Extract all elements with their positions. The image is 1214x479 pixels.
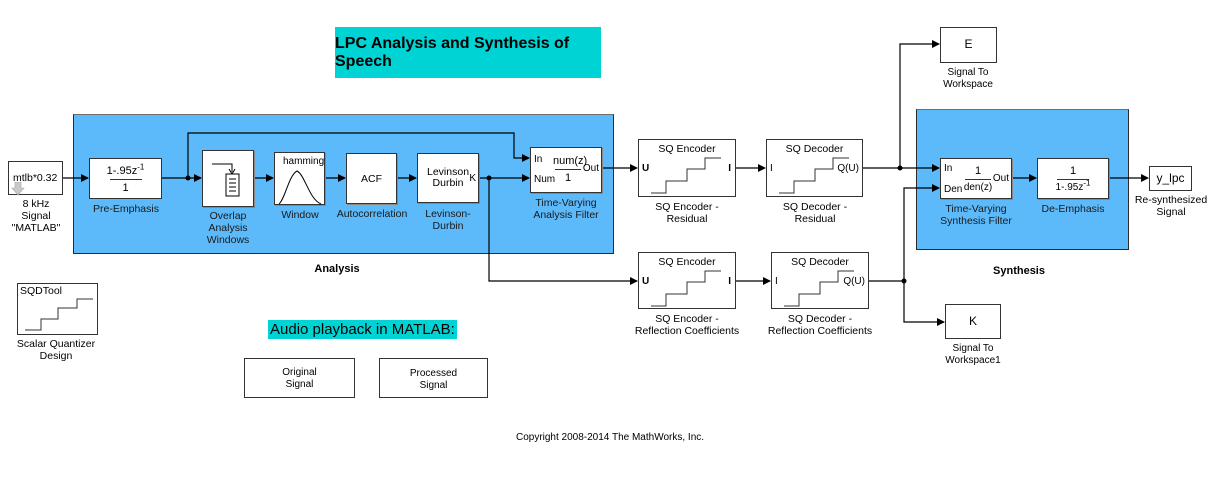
output-block[interactable]: y_lpc: [1149, 166, 1192, 191]
de-emphasis-caption: De-Emphasis: [1041, 203, 1105, 215]
autocorrelation-caption: Autocorrelation: [336, 208, 408, 220]
sq-encoder-title: SQ Encoder: [658, 143, 716, 155]
window-type: hamming: [283, 156, 325, 167]
port-i: I: [770, 163, 773, 174]
sq-encoder-title: SQ Encoder: [658, 256, 716, 268]
staircase-icon: [651, 157, 721, 194]
port-i: I: [728, 163, 731, 174]
pre-emphasis-block[interactable]: 1-.95z-1 1: [89, 158, 162, 199]
overlap-windows-block[interactable]: [202, 150, 254, 207]
staircase-icon: [784, 270, 854, 307]
junction-preemph: [185, 175, 191, 181]
acf-block[interactable]: ACF: [346, 153, 397, 204]
de-emphasis-tf: 1 1-.95z-1: [1055, 165, 1091, 193]
model-title: LPC Analysis and Synthesis of Speech: [335, 34, 570, 70]
levinson-durbin-caption: Levinson-Durbin: [425, 208, 471, 232]
acf-content: ACF: [361, 173, 382, 185]
staircase-icon: [25, 298, 93, 331]
pre-emphasis-tf: 1-.95z-1 1: [106, 162, 145, 194]
tv-synthesis-filter-block[interactable]: In Den 1 den(z) Out: [940, 158, 1012, 199]
sq-encoder-rc-block[interactable]: SQ Encoder U I: [638, 252, 736, 309]
to-workspace-e-content: E: [964, 37, 973, 51]
levinson-port-k: K: [469, 173, 476, 184]
to-workspace-k-block[interactable]: K: [945, 304, 1001, 339]
pre-emphasis-caption: Pre-Emphasis: [93, 203, 159, 215]
source-block[interactable]: mtlb*0.32: [8, 161, 63, 196]
port-out: Out: [582, 163, 599, 174]
sqdtool-content: SQDTool: [20, 285, 63, 297]
junction-rc: [901, 278, 907, 284]
port-num: Num: [534, 174, 556, 185]
to-workspace-k-content: K: [968, 314, 977, 328]
analysis-label: Analysis: [314, 263, 360, 275]
port-den: Den: [944, 184, 963, 195]
de-emphasis-block[interactable]: 1 1-.95z-1: [1037, 158, 1109, 199]
sq-encoder-residual-block[interactable]: SQ Encoder U I: [638, 139, 736, 197]
wire-to-k: [903, 281, 945, 326]
wire-feedback-in: [187, 132, 530, 178]
port-u: U: [642, 163, 650, 174]
port-in: In: [944, 163, 953, 174]
sq-encoder-residual-caption: SQ Encoder -Residual: [655, 201, 719, 225]
window-caption: Window: [281, 209, 319, 221]
port-out: Out: [992, 173, 1009, 184]
sq-encoder-rc-caption: SQ Encoder -Reflection Coefficients: [634, 313, 740, 337]
copyright-text: Copyright 2008-2014 The MathWorks, Inc.: [515, 432, 705, 443]
wire-to-den: [903, 184, 940, 281]
sq-decoder-residual-block[interactable]: SQ Decoder I Q(U): [766, 139, 863, 197]
hamming-window-icon: [278, 170, 322, 205]
sqdtool-block[interactable]: SQDTool: [17, 283, 98, 335]
sq-decoder-rc-block[interactable]: SQ Decoder I Q(U): [771, 252, 869, 309]
audio-playback-note: Audio playback in MATLAB:: [268, 320, 457, 339]
sq-decoder-title: SQ Decoder: [791, 256, 849, 268]
sq-decoder-residual-caption: SQ Decoder -Residual: [782, 201, 848, 225]
staircase-icon: [651, 270, 721, 307]
model-title-annotation: LPC Analysis and Synthesis of Speech: [335, 27, 601, 78]
staircase-icon: [779, 157, 849, 194]
down-arrow-icon: [11, 182, 25, 196]
tv-analysis-tf: num(z) 1: [553, 155, 588, 184]
window-block[interactable]: hamming: [274, 152, 325, 205]
sq-decoder-rc-caption: SQ Decoder -Reflection Coefficients: [767, 313, 873, 337]
wire-to-e: [899, 40, 940, 168]
port-qu: Q(U): [843, 276, 865, 287]
source-content: mtlb*0.32: [13, 172, 58, 184]
port-u: U: [642, 276, 650, 287]
port-qu: Q(U): [837, 163, 859, 174]
tv-synthesis-tf: 1 den(z): [963, 165, 993, 193]
sq-decoder-title: SQ Decoder: [785, 143, 844, 155]
buffer-icon: [212, 163, 240, 197]
to-workspace-e-block[interactable]: E: [940, 27, 997, 63]
port-in: In: [534, 154, 543, 165]
port-i: I: [775, 276, 778, 287]
output-variable: y_lpc: [1156, 171, 1185, 185]
tv-analysis-filter-block[interactable]: In Num num(z) 1 Out: [530, 147, 602, 193]
junction-residual: [897, 165, 903, 171]
synthesis-label: Synthesis: [993, 265, 1045, 277]
wire-k-branch: [488, 178, 638, 285]
port-i: I: [728, 276, 731, 287]
junction-k: [486, 175, 492, 181]
analysis-subsystem[interactable]: [73, 114, 614, 254]
